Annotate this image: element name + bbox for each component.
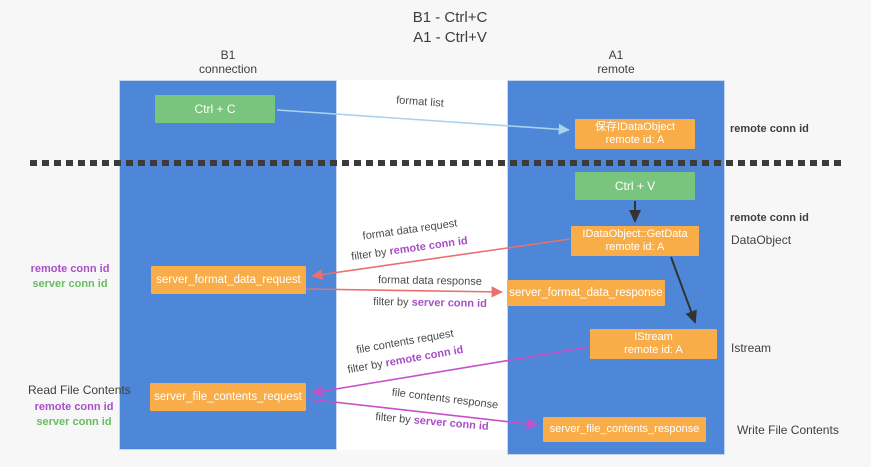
lane-left-subtitle: connection bbox=[198, 62, 258, 76]
istream-box: IStream remote id: A bbox=[590, 329, 717, 359]
lane-right-subtitle: remote bbox=[597, 62, 635, 76]
ctrl-v-label: Ctrl + V bbox=[614, 178, 656, 193]
lane-header-a1-remote: A1 remote bbox=[546, 48, 686, 76]
arrow-file-contents-response bbox=[306, 398, 538, 430]
server-conn-id-key: server conn id bbox=[36, 416, 112, 428]
getdata-line1: IDataObject::GetData bbox=[582, 228, 688, 240]
server-format-data-request-label: server_format_data_request bbox=[156, 273, 301, 286]
server-file-contents-response-label: server_file_contents_response bbox=[549, 423, 700, 435]
save-idataobject-line2: remote id: A bbox=[605, 134, 665, 146]
lane-right-name: A1 bbox=[608, 48, 624, 62]
server-format-data-response-box: server_format_data_response bbox=[507, 280, 665, 306]
dashed-separator-line bbox=[30, 160, 845, 166]
istream-annotation: Istream bbox=[731, 341, 772, 355]
idataobject-getdata-box: IDataObject::GetData remote id: A bbox=[571, 226, 699, 256]
server-conn-id-key: server conn id bbox=[411, 296, 487, 310]
conn-id-annotation-left-1: remote conn id server conn id bbox=[24, 262, 116, 292]
save-idataobject-line1: 保存IDataObject bbox=[594, 121, 676, 133]
center-background-band bbox=[337, 80, 507, 450]
server-file-contents-request-box: server_file_contents_request bbox=[150, 383, 306, 411]
read-file-contents-annotation: Read File Contents bbox=[28, 383, 131, 397]
dataobject-annotation: DataObject bbox=[731, 233, 792, 247]
remote-conn-id-key: remote conn id bbox=[34, 401, 114, 413]
server-file-contents-request-label: server_file_contents_request bbox=[154, 390, 302, 403]
title-line-2: A1 - Ctrl+V bbox=[413, 29, 487, 46]
istream-line2: remote id: A bbox=[624, 344, 683, 356]
ctrl-v-box: Ctrl + V bbox=[575, 172, 695, 200]
server-format-data-request-box: server_format_data_request bbox=[151, 266, 306, 294]
title-line-1: B1 - Ctrl+C bbox=[412, 9, 488, 26]
remote-conn-id-annotation-top-right: remote conn id bbox=[730, 123, 809, 135]
arrow-getdata-to-istream bbox=[670, 256, 697, 324]
write-file-contents-annotation: Write File Contents bbox=[737, 423, 839, 437]
ctrl-c-label: Ctrl + C bbox=[194, 101, 236, 116]
save-idataobject-box: 保存IDataObject remote id: A bbox=[575, 119, 695, 149]
remote-conn-id-annotation-mid-right: remote conn id bbox=[730, 212, 809, 224]
ctrl-c-box: Ctrl + C bbox=[155, 95, 275, 123]
remote-conn-id-key: remote conn id bbox=[30, 263, 110, 275]
filter-by-prefix: filter by bbox=[373, 296, 412, 309]
diagram-title: B1 - Ctrl+C A1 - Ctrl+V bbox=[300, 8, 600, 48]
arrow-file-contents-request bbox=[311, 346, 590, 397]
server-conn-id-key: server conn id bbox=[32, 278, 108, 290]
conn-id-annotation-left-2: remote conn id server conn id bbox=[28, 400, 120, 430]
arrow-format-data-response bbox=[306, 286, 503, 298]
server-format-data-response-label: server_format_data_response bbox=[509, 286, 663, 299]
lane-left-name: B1 bbox=[220, 48, 236, 62]
server-file-contents-response-box: server_file_contents_response bbox=[543, 417, 706, 442]
arrow-format-list bbox=[276, 109, 570, 135]
istream-line1: IStream bbox=[634, 331, 673, 343]
arrow-format-data-request bbox=[311, 238, 571, 281]
getdata-line2: remote id: A bbox=[605, 241, 665, 253]
lane-header-b1-connection: B1 connection bbox=[158, 48, 298, 76]
